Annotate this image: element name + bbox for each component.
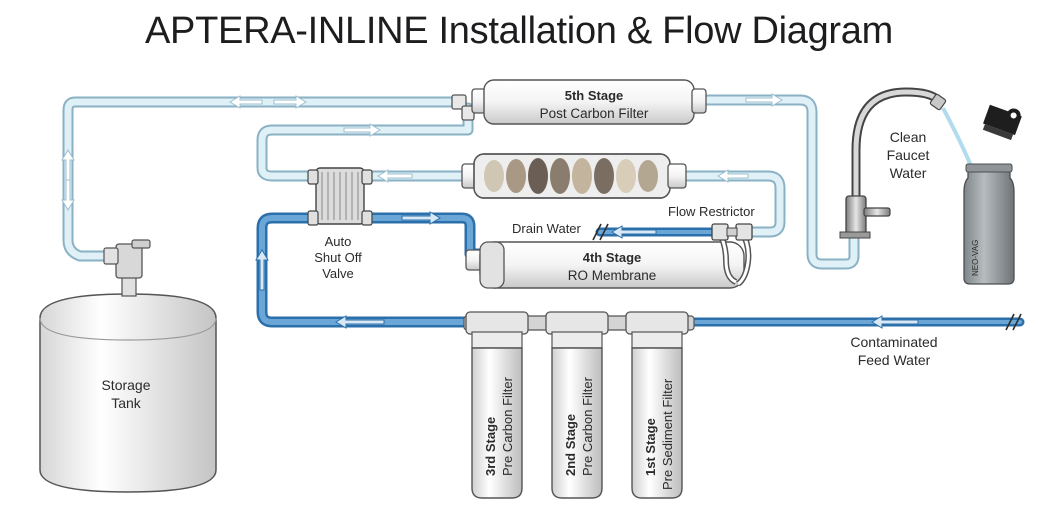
stage1-pre-sediment-filter: 1st Stage Pre Sediment Filter [625, 311, 689, 499]
stage4-name: 4th Stage [583, 250, 642, 265]
feed-flow-arrows [255, 211, 919, 329]
water-stream [941, 107, 974, 169]
inline-media-filter [461, 153, 687, 199]
stage3-name: 3rd Stage [483, 417, 498, 476]
faucet-label-line2: Faucet [887, 147, 930, 163]
stage1-name: 1st Stage [643, 418, 658, 476]
faucet-label-line1: Clean [890, 129, 927, 145]
faucet: Clean Faucet Water [839, 87, 947, 239]
bottle-cap [982, 104, 1022, 141]
stage3-desc: Pre Carbon Filter [500, 376, 515, 476]
feed-label-line2: Feed Water [858, 352, 931, 368]
stage4-desc: RO Membrane [568, 268, 657, 283]
bottle-brand: NEO-VAG [971, 240, 980, 276]
stage2-name: 2nd Stage [563, 414, 578, 476]
stage1-desc: Pre Sediment Filter [660, 378, 675, 490]
diagram-title: APTERA-INLINE Installation & Flow Diagra… [145, 10, 893, 52]
storage-tank: Storage Tank [39, 239, 217, 493]
stage4-ro-membrane: 4th Stage RO Membrane [465, 223, 753, 289]
line-break-marks [592, 223, 1022, 331]
faucet-label-line3: Water [890, 165, 927, 181]
stage5-desc: Post Carbon Filter [540, 106, 649, 121]
valve-label-line3: Valve [322, 266, 354, 281]
feed-label-line1: Contaminated [850, 334, 937, 350]
stage2-pre-carbon-filter: 2nd Stage Pre Carbon Filter [545, 311, 609, 499]
stage5-post-carbon-filter: 5th Stage Post Carbon Filter [451, 79, 707, 125]
tank-label-line2: Tank [111, 395, 142, 411]
filter-media-granules [484, 158, 658, 194]
valve-label-line2: Shut Off [314, 250, 362, 265]
auto-shut-off-valve: Auto Shut Off Valve [307, 167, 373, 281]
stage3-pre-carbon-filter: 3rd Stage Pre Carbon Filter [465, 311, 529, 499]
flow-arrows [61, 93, 783, 211]
flow-restrictor-label: Flow Restrictor [668, 204, 755, 219]
drain-water-label: Drain Water [512, 221, 582, 236]
valve-label-line1: Auto [325, 234, 352, 249]
stage5-name: 5th Stage [565, 88, 624, 103]
water-bottle: NEO-VAG [963, 104, 1022, 285]
tank-label-line1: Storage [101, 377, 150, 393]
stage2-desc: Pre Carbon Filter [580, 376, 595, 476]
